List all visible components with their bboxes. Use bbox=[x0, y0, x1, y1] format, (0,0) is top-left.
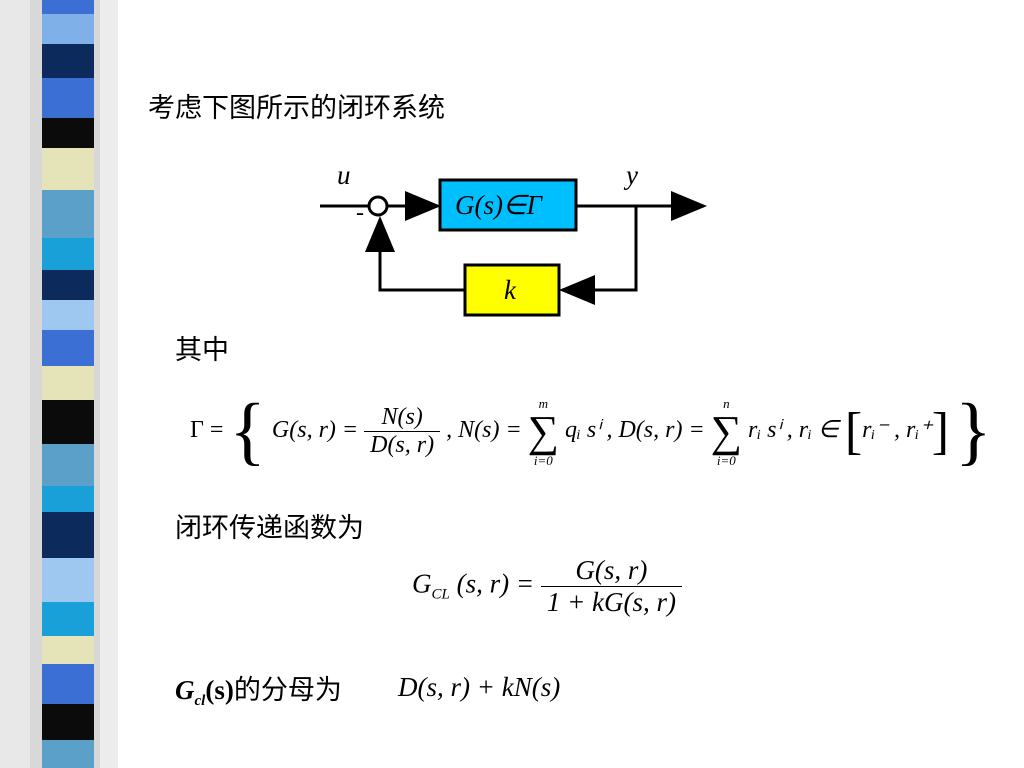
left-bracket: [ bbox=[844, 403, 863, 460]
d-definition: , D(s, r) = bbox=[606, 417, 705, 444]
right-brace: } bbox=[955, 389, 992, 473]
sum-m: m ∑ i=0 bbox=[527, 395, 560, 468]
summing-junction bbox=[367, 195, 389, 217]
gcl-lhs-sub: CL bbox=[431, 586, 450, 603]
sum-n-upper: n bbox=[723, 395, 730, 411]
sum-n: n ∑ i=0 bbox=[710, 395, 743, 468]
gcl-prefix: G bbox=[175, 675, 195, 705]
gcl-lhs: G bbox=[412, 568, 432, 599]
n-definition: , N(s) = bbox=[446, 417, 522, 444]
fraction-numerator: N(s) bbox=[381, 404, 423, 430]
right-bracket: ] bbox=[931, 403, 950, 460]
gcl-prefix-sub: cl bbox=[194, 693, 206, 709]
gcl-formula: GCL (s, r) = G(s, r) 1 + kG(s, r) bbox=[412, 555, 683, 618]
denominator-line: Gcl(s)的分母为 bbox=[175, 668, 342, 710]
term-r: rᵢ sⁱ bbox=[748, 417, 781, 444]
plant-label: G(s)∈Γ bbox=[455, 190, 542, 220]
gcl-denominator: 1 + kG(s, r) bbox=[540, 586, 683, 618]
gcl-lhs-args: (s, r) = bbox=[456, 568, 535, 599]
decorative-stripe bbox=[0, 0, 118, 768]
output-label: y bbox=[626, 160, 638, 190]
r-interval: rᵢ⁻ , rᵢ⁺ bbox=[862, 417, 932, 444]
input-label: u bbox=[337, 160, 351, 190]
denominator-expression: D(s, r) + kN(s) bbox=[398, 672, 561, 702]
sum-n-lower: i=0 bbox=[716, 452, 736, 468]
denominator-text: 的分母为 bbox=[233, 675, 342, 706]
minus-sign: - bbox=[356, 200, 364, 226]
gamma-lhs: Γ = bbox=[190, 417, 224, 444]
gcl-numerator: G(s, r) bbox=[575, 555, 648, 585]
feedback-path-left bbox=[365, 216, 465, 292]
gcl-fraction: G(s, r) 1 + kG(s, r) bbox=[540, 555, 683, 618]
label-transfer-function: 闭环传递函数为 bbox=[175, 513, 364, 544]
gamma-formula: Γ = { G(s, r) = N(s) D(s, r) , N(s) = m … bbox=[190, 388, 992, 475]
slide-heading: 考虑下图所示的闭环系统 bbox=[148, 93, 445, 124]
sum-m-lower: i=0 bbox=[533, 452, 553, 468]
sum-m-upper: m bbox=[538, 395, 549, 411]
block-diagram bbox=[320, 178, 707, 317]
feedback-label: k bbox=[504, 275, 516, 305]
gcl-prefix-arg: (s) bbox=[205, 675, 234, 705]
gamma-g: G(s, r) = bbox=[271, 417, 359, 444]
term-q: qᵢ sⁱ bbox=[565, 417, 601, 444]
gamma-fraction: N(s) D(s, r) bbox=[364, 404, 441, 459]
label-where: 其中 bbox=[175, 335, 229, 366]
feedback-path-right bbox=[559, 206, 638, 305]
left-brace: { bbox=[229, 389, 266, 473]
feedback-block bbox=[463, 263, 561, 317]
r-range: , rᵢ ∈ bbox=[786, 417, 839, 444]
fraction-denominator: D(s, r) bbox=[364, 431, 441, 459]
